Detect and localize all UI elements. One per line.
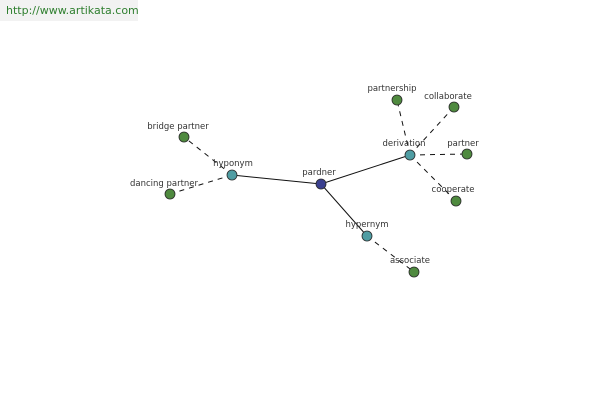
- node-label-cooperate: cooperate: [432, 185, 475, 195]
- graph-edges: [169, 99, 468, 273]
- node-label-derivation: derivation: [382, 139, 425, 149]
- node-label-collaborate: collaborate: [424, 92, 472, 102]
- site-header-bar: http://www.artikata.com: [0, 0, 139, 21]
- node-collaborate[interactable]: [448, 101, 460, 113]
- site-url-link[interactable]: http://www.artikata.com: [6, 4, 139, 17]
- edge-derivation-cooperate: [409, 154, 457, 202]
- edge-pardner-hypernym: [320, 183, 368, 237]
- edge-hypernym-associate: [366, 235, 415, 273]
- node-label-hypernym: hypernym: [345, 220, 388, 230]
- node-label-bridge-partner: bridge partner: [147, 122, 209, 132]
- graph-labels: pardner hyponym derivation hypernym bridge p…: [130, 84, 479, 266]
- node-bridge-partner[interactable]: [178, 131, 190, 143]
- node-cooperate[interactable]: [450, 195, 462, 207]
- node-partnership[interactable]: [391, 94, 403, 106]
- edge-derivation-collaborate: [409, 106, 455, 156]
- graph-nodes: [164, 94, 473, 278]
- edge-hyponym-dancing_partner: [169, 174, 233, 195]
- node-pardner[interactable]: [315, 178, 327, 190]
- node-hypernym[interactable]: [361, 230, 373, 242]
- node-label-partner: partner: [447, 139, 479, 149]
- edge-hyponym-bridge_partner: [183, 136, 233, 176]
- node-label-hyponym: hyponym: [213, 159, 253, 169]
- node-label-dancing-partner: dancing partner: [130, 179, 199, 189]
- node-label-pardner: pardner: [302, 168, 336, 178]
- edge-pardner-hyponym: [231, 174, 322, 185]
- node-derivation[interactable]: [404, 149, 416, 161]
- edge-pardner-derivation: [320, 154, 411, 185]
- node-partner[interactable]: [461, 148, 473, 160]
- node-hyponym[interactable]: [226, 169, 238, 181]
- node-label-partnership: partnership: [367, 84, 416, 94]
- node-label-associate: associate: [390, 256, 430, 266]
- node-dancing-partner[interactable]: [164, 188, 176, 200]
- edge-derivation-partner: [409, 153, 468, 156]
- node-associate[interactable]: [408, 266, 420, 278]
